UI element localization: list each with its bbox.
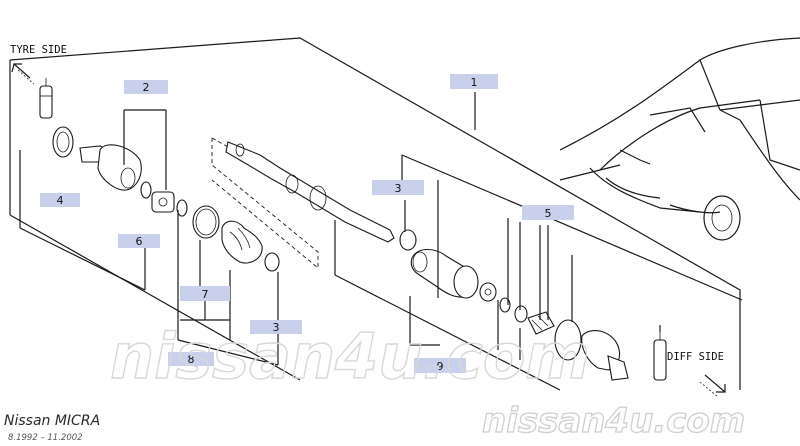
outer-boot-8 (221, 220, 263, 264)
boot-band-3a (264, 252, 280, 272)
watermark-corner: nissan4u.com (482, 401, 745, 441)
o-ring-5 (554, 319, 582, 361)
callout-3b: 3 (250, 320, 302, 334)
left-callout-lines (19, 109, 279, 366)
callout-1: 1 (450, 74, 498, 89)
callout-4-bg (40, 193, 80, 207)
callout-6-number: 6 (136, 235, 143, 248)
tyre-side-arrow (11, 63, 35, 85)
grease-tube-left (39, 78, 53, 119)
circlip-6a (140, 181, 152, 199)
callout-3b-bg (250, 320, 302, 334)
callout-3a-number: 3 (395, 182, 402, 195)
callout-8: 8 (168, 352, 214, 366)
inner-cv-housing (581, 330, 629, 381)
callout-9-number: 9 (437, 360, 444, 373)
right-callout-lines (334, 154, 743, 391)
callout-7-bg (180, 286, 230, 301)
callout-9-bg (414, 358, 466, 373)
snap-ring-4 (52, 126, 74, 158)
model-name: Nissan MICRA (4, 413, 100, 429)
car-illustration (559, 37, 800, 241)
circlip-6b (176, 199, 188, 217)
boot-band-7 (192, 205, 220, 239)
callout-8-bg (168, 352, 214, 366)
diff-side-label: DIFF SIDE (667, 351, 724, 363)
drive-shaft (225, 141, 395, 243)
callout-5: 5 (522, 205, 574, 220)
callout-4: 4 (40, 193, 80, 207)
callout-3a-bg (372, 180, 424, 195)
snap-ring-4-inner (56, 131, 70, 153)
tyre-side-label: TYRE SIDE (10, 44, 67, 56)
callout-6: 6 (118, 234, 160, 248)
outer-cv-joint (79, 144, 142, 191)
grease-tube-right (653, 332, 667, 381)
boot-band-7-inner (195, 208, 217, 236)
assembly-frame (9, 37, 741, 390)
callout-5-bg (522, 205, 574, 220)
callout-2-number: 2 (143, 81, 150, 94)
callout-1-bg (450, 74, 498, 89)
callout-3a: 3 (372, 180, 424, 195)
snap-ring-5b (514, 305, 528, 323)
callout-6-bg (118, 234, 160, 248)
callout-4-number: 4 (57, 194, 64, 207)
callout-8-number: 8 (188, 353, 195, 366)
watermark-center: nissan4u.com (110, 320, 590, 393)
callout-5-number: 5 (545, 207, 552, 220)
callout-3b-number: 3 (273, 321, 280, 334)
callout-7-number: 7 (202, 288, 209, 301)
shaft-dashed-outline (211, 137, 396, 269)
callout-7: 7 (180, 286, 230, 301)
tripod-joint (479, 282, 497, 302)
callout-1-number: 1 (471, 76, 478, 89)
callout-2: 2 (124, 80, 168, 94)
model-years: 8.1992 – 11.2002 (8, 433, 83, 443)
callout-9: 9 (414, 358, 466, 373)
ball-cage-6 (151, 191, 175, 213)
inner-boot-9 (410, 248, 479, 299)
callout-2-bg (124, 80, 168, 94)
diff-side-arrow (699, 374, 726, 398)
boot-band-3b (399, 229, 417, 251)
